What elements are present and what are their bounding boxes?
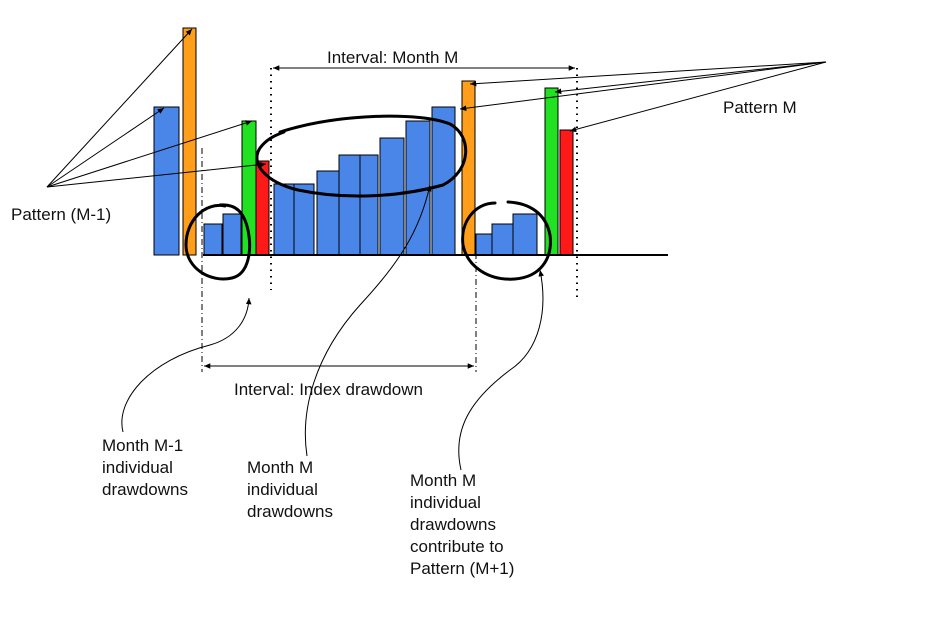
blue-bar [316, 170, 340, 256]
pattern-m-arrows [459, 61, 827, 133]
note-line: Month M-1 [102, 436, 184, 455]
red-bar [559, 129, 574, 256]
circle-next-month [461, 200, 552, 281]
pattern-m-label: Pattern M [723, 98, 797, 117]
note-line: Month M [410, 471, 477, 490]
note-line: individual [410, 493, 481, 512]
blue-bar [512, 213, 538, 256]
note-next: Month M individual drawdowns contribute … [410, 470, 514, 580]
blue-bar [475, 233, 493, 256]
note-line: Month M [247, 458, 314, 477]
blue-bar [273, 183, 295, 256]
circle-month-m [255, 114, 468, 198]
note-line: drawdowns [410, 515, 496, 534]
interval-month-label: Interval: Month M [327, 48, 459, 67]
note-prev-month: Month M-1 individual drawdowns [102, 435, 188, 501]
blue-bar [222, 213, 242, 256]
note-line: Pattern (M+1) [410, 559, 515, 578]
blue-bar [153, 106, 180, 256]
note-line: drawdowns [247, 502, 333, 521]
note-line: drawdowns [102, 480, 188, 499]
note-line: individual [102, 458, 173, 477]
interval-index-label: Interval: Index drawdown [234, 380, 423, 399]
note-month: Month M individual drawdowns [247, 457, 333, 523]
note-line: individual [247, 480, 318, 499]
highlight-circles [184, 114, 552, 281]
blue-bar [338, 154, 362, 256]
blue-bar [359, 154, 379, 256]
circle-prev-month [184, 203, 252, 281]
pattern-m-minus-1-label: Pattern (M-1) [11, 205, 112, 224]
note-line: contribute to [410, 537, 504, 556]
blue-bar [203, 223, 223, 256]
green-bar [544, 87, 559, 256]
blue-bar [293, 183, 315, 256]
bars-group [153, 27, 574, 256]
annotation-curves [121, 184, 544, 471]
pattern-m-minus-1-arrows [46, 28, 267, 188]
blue-bar [491, 223, 514, 256]
